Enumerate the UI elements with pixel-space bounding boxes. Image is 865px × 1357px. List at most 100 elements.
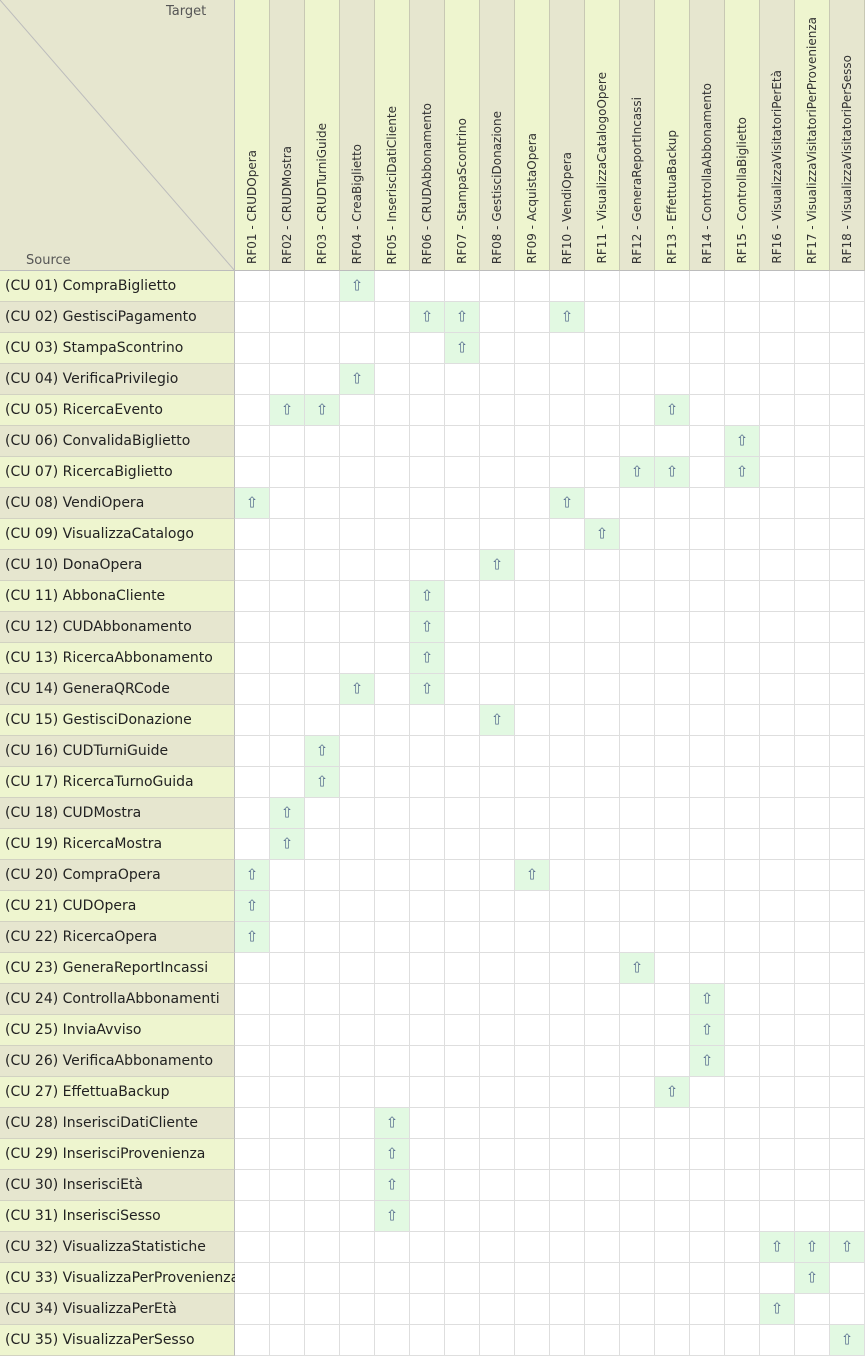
matrix-cell: [515, 984, 550, 1015]
matrix-cell: [235, 829, 270, 860]
matrix-cell: [235, 1077, 270, 1108]
matrix-cell: [375, 922, 410, 953]
matrix-cell: [270, 519, 305, 550]
matrix-cell: [270, 1325, 305, 1356]
matrix-cell: [760, 364, 795, 395]
matrix-cell: [830, 581, 865, 612]
matrix-cell-marked: ⇧: [375, 1170, 410, 1201]
column-header-label: RF11 - VisualizzaCatalogoOpere: [595, 72, 609, 264]
matrix-cell: [305, 705, 340, 736]
matrix-cell: [620, 829, 655, 860]
matrix-cell: [445, 984, 480, 1015]
matrix-cell: [655, 519, 690, 550]
row-header: (CU 10) DonaOpera: [0, 550, 235, 581]
matrix-cell: [725, 1046, 760, 1077]
matrix-cell: [550, 767, 585, 798]
matrix-cell-marked: ⇧: [270, 395, 305, 426]
matrix-cell: [410, 488, 445, 519]
matrix-cell: [270, 612, 305, 643]
matrix-cell: [830, 891, 865, 922]
matrix-cell: [830, 1170, 865, 1201]
matrix-cell: [305, 1263, 340, 1294]
matrix-cell: [550, 736, 585, 767]
matrix-cell: [480, 581, 515, 612]
matrix-cell: [585, 1325, 620, 1356]
matrix-cell: [830, 457, 865, 488]
matrix-cell: [550, 1170, 585, 1201]
matrix-cell: [655, 922, 690, 953]
matrix-cell: [655, 550, 690, 581]
matrix-cell: [340, 1325, 375, 1356]
matrix-cell: [655, 767, 690, 798]
trace-arrow-icon: ⇧: [245, 865, 259, 884]
matrix-cell: [480, 1077, 515, 1108]
row-header: (CU 08) VendiOpera: [0, 488, 235, 519]
matrix-cell: [585, 1077, 620, 1108]
matrix-cell: [375, 736, 410, 767]
row-header: (CU 18) CUDMostra: [0, 798, 235, 829]
matrix-cell: [410, 1325, 445, 1356]
matrix-cell-marked: ⇧: [725, 426, 760, 457]
matrix-cell-marked: ⇧: [270, 829, 305, 860]
matrix-cell: [830, 302, 865, 333]
column-header-label: RF18 - VisualizzaVisitatoriPerSesso: [840, 55, 854, 264]
row-header: (CU 25) InviaAvviso: [0, 1015, 235, 1046]
matrix-cell: [340, 519, 375, 550]
matrix-cell: [480, 674, 515, 705]
matrix-cell: [410, 767, 445, 798]
matrix-cell: [655, 1294, 690, 1325]
matrix-cell: [305, 1108, 340, 1139]
trace-arrow-icon: ⇧: [560, 307, 574, 326]
matrix-cell: [620, 1201, 655, 1232]
matrix-cell: [445, 1170, 480, 1201]
matrix-cell: [480, 488, 515, 519]
matrix-cell: [620, 984, 655, 1015]
matrix-cell: [830, 705, 865, 736]
matrix-cell: [480, 1015, 515, 1046]
matrix-cell: [445, 271, 480, 302]
column-header: RF14 - ControllaAbbonamento: [690, 0, 725, 271]
matrix-cell: [655, 860, 690, 891]
matrix-cell: [795, 488, 830, 519]
matrix-cell: [235, 395, 270, 426]
matrix-cell: [480, 953, 515, 984]
row-header: (CU 16) CUDTurniGuide: [0, 736, 235, 767]
matrix-cell: [760, 302, 795, 333]
matrix-cell: [725, 302, 760, 333]
matrix-cell: [340, 1108, 375, 1139]
matrix-cell-marked: ⇧: [235, 891, 270, 922]
trace-arrow-icon: ⇧: [350, 679, 364, 698]
matrix-cell: [655, 271, 690, 302]
matrix-cell: [690, 457, 725, 488]
matrix-cell: [830, 953, 865, 984]
matrix-cell: [795, 1046, 830, 1077]
matrix-cell: [620, 612, 655, 643]
matrix-cell: [830, 488, 865, 519]
matrix-cell: [235, 1108, 270, 1139]
trace-arrow-icon: ⇧: [490, 555, 504, 574]
trace-arrow-icon: ⇧: [385, 1206, 399, 1225]
matrix-cell: [760, 581, 795, 612]
matrix-cell: [690, 1325, 725, 1356]
matrix-cell: [830, 860, 865, 891]
matrix-cell: [655, 1325, 690, 1356]
matrix-cell: [690, 426, 725, 457]
matrix-cell: [410, 457, 445, 488]
matrix-cell: [340, 860, 375, 891]
matrix-cell-marked: ⇧: [550, 488, 585, 519]
matrix-cell: [480, 1139, 515, 1170]
matrix-cell: [690, 1294, 725, 1325]
matrix-cell: [655, 984, 690, 1015]
trace-arrow-icon: ⇧: [280, 400, 294, 419]
matrix-cell: [410, 1015, 445, 1046]
matrix-cell: [585, 984, 620, 1015]
column-header: RF17 - VisualizzaVisitatoriPerProvenienz…: [795, 0, 830, 271]
matrix-cell: [690, 953, 725, 984]
matrix-cell: [340, 984, 375, 1015]
matrix-cell: [340, 1077, 375, 1108]
matrix-cell: [620, 1294, 655, 1325]
matrix-cell-marked: ⇧: [690, 984, 725, 1015]
column-header-label: RF10 - VendiOpera: [560, 151, 574, 264]
matrix-cell: [620, 860, 655, 891]
matrix-cell: [830, 333, 865, 364]
